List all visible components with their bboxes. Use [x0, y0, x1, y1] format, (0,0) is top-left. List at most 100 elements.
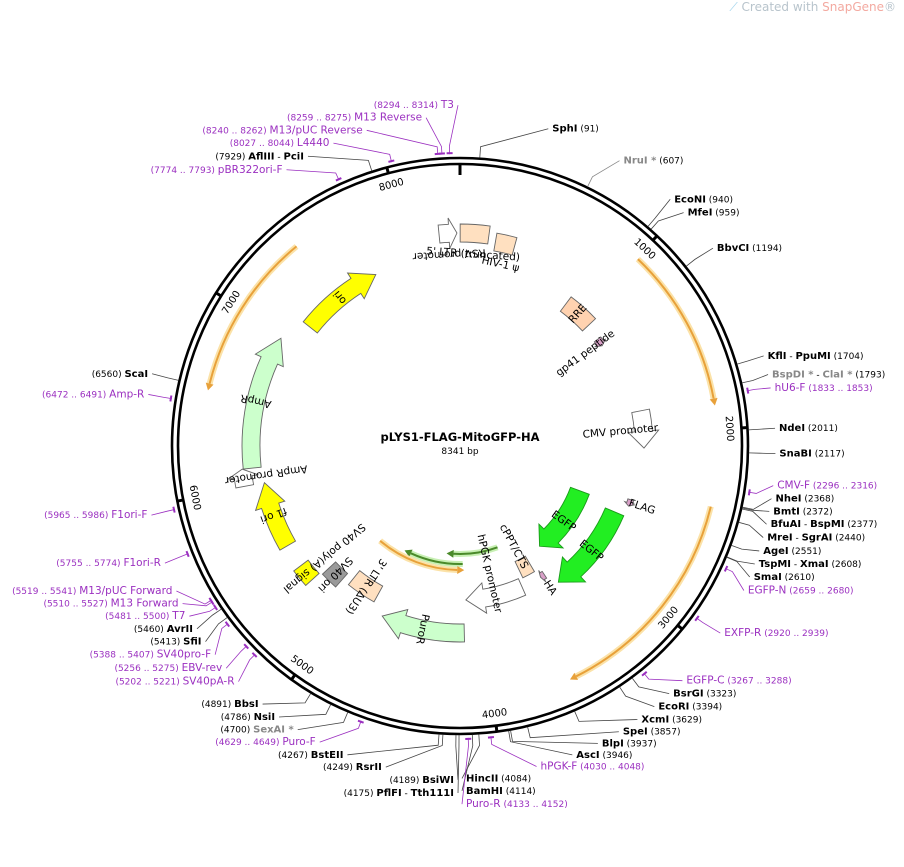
primer-label-5481-5500-t7[interactable]: (5481 .. 5500) T7: [105, 610, 185, 622]
primer-label-5256-5275-ebv-rev[interactable]: (5256 .. 5275) EBV-rev: [114, 662, 222, 674]
site-leader-line: [748, 427, 776, 431]
site-leader-line: [347, 734, 440, 756]
primer-label-egfp-c-3267-3288[interactable]: EGFP-C (3267 .. 3288): [686, 675, 791, 687]
enzyme-label-bamhi-4114[interactable]: BamHI (4114): [466, 786, 536, 797]
primer-label-4629-4649-puro-f[interactable]: (4629 .. 4649) Puro-F: [215, 736, 315, 748]
enzyme-label-4891-bbsi[interactable]: (4891) BbsI: [201, 699, 258, 710]
enzyme-label-4700-sexai[interactable]: (4700) SexAI *: [220, 725, 294, 736]
enzyme-label-smai-2610[interactable]: SmaI (2610): [754, 572, 815, 583]
orf-arc[interactable]: [637, 258, 715, 399]
feature-sv40-ori[interactable]: [321, 561, 349, 588]
feature-sv40-poly-a-signal[interactable]: [293, 559, 320, 587]
enzyme-label-bspdi-clai-1793[interactable]: BspDI * - ClaI * (1793): [772, 370, 885, 381]
primer-label-5388-5407-sv40pro-f[interactable]: (5388 .. 5407) SV40pro-F: [90, 649, 212, 661]
enzyme-label-bsrgi-3323[interactable]: BsrGI (3323): [673, 689, 736, 700]
enzyme-label-blpi-3937[interactable]: BlpI (3937): [602, 738, 657, 749]
feature-cppt-cts[interactable]: [514, 555, 536, 579]
primer-label-5519-5541-m13-puc-forward[interactable]: (5519 .. 5541) M13/pUC Forward: [12, 585, 172, 597]
orf-arc[interactable]: [208, 245, 298, 384]
site-leader-line: [205, 617, 228, 642]
orf-arc[interactable]: [379, 540, 458, 571]
enzyme-label-econi-940[interactable]: EcoNI (940): [674, 194, 733, 205]
enzyme-label-xcmi-3629[interactable]: XcmI (3629): [641, 714, 702, 725]
enzyme-label-tspmi-xmai-2608[interactable]: TspMI - XmaI (2608): [759, 559, 862, 570]
enzyme-label-spei-3857[interactable]: SpeI (3857): [623, 727, 681, 738]
feature-hiv-1[interactable]: [493, 232, 518, 256]
site-leader-line: [238, 653, 256, 682]
feature-rsv-promoter[interactable]: [437, 217, 458, 249]
feature-f1-ori[interactable]: [254, 481, 297, 551]
feature-ha[interactable]: [538, 570, 548, 583]
site-leader-line: [686, 247, 714, 267]
enzyme-label-snabi-2117[interactable]: SnaBI (2117): [779, 449, 844, 460]
primer-label-5510-5527-m13-forward[interactable]: (5510 .. 5527) M13 Forward: [43, 598, 178, 610]
enzyme-label-4786-nsii[interactable]: (4786) NsiI: [221, 712, 275, 723]
plasmid-name: pLYS1-FLAG-MitoGFP-HA: [380, 430, 539, 444]
feature-gp41-peptide[interactable]: [593, 336, 607, 348]
orf-halo: [635, 256, 717, 400]
primer-label-puro-r-4133-4152[interactable]: Puro-R (4133 .. 4152): [466, 798, 568, 810]
enzyme-label-agei-2551[interactable]: AgeI (2551): [763, 546, 821, 557]
enzyme-label-bmti-2372[interactable]: BmtI (2372): [773, 506, 832, 517]
primer-label-8294-8314-t3[interactable]: (8294 .. 8314) T3: [374, 99, 454, 111]
enzyme-label-6560-scai[interactable]: (6560) ScaI: [92, 369, 148, 380]
enzyme-label-hincii-4084[interactable]: HincII (4084): [466, 773, 531, 784]
feature-puror[interactable]: [381, 608, 465, 643]
enzyme-label-mfei-959[interactable]: MfeI (959): [688, 208, 740, 219]
primer-label-5965-5986-f1ori-f[interactable]: (5965 .. 5986) F1ori-F: [44, 509, 147, 521]
feature-rre[interactable]: [559, 296, 597, 332]
feature-hpgk-promoter[interactable]: [465, 578, 527, 615]
enzyme-label-4189-bsiwi[interactable]: (4189) BsiWI: [389, 775, 454, 786]
enzyme-label-4249-rsrii[interactable]: (4249) RsrII: [323, 762, 382, 773]
primer-label-6472-6491-amp-r[interactable]: (6472 .. 6491) Amp-R: [42, 388, 144, 400]
feature-5-ltr-truncated[interactable]: [459, 223, 491, 245]
primer-label-exfp-r-2920-2939[interactable]: EXFP-R (2920 .. 2939): [724, 627, 828, 639]
feature-flag[interactable]: [623, 498, 637, 507]
site-leader-line: [385, 734, 444, 768]
feature-label-ampr-promoter: AmpR promoter: [223, 462, 308, 486]
primer-label-hpgk-f-4030-4048[interactable]: hPGK-F (4030 .. 4048): [541, 761, 645, 773]
enzyme-label-asci-3946[interactable]: AscI (3946): [576, 750, 632, 761]
plasmid-backbone: [170, 156, 750, 736]
enzyme-label-bbvci-1194[interactable]: BbvCI (1194): [717, 243, 782, 254]
site-leader-line: [737, 355, 764, 365]
primer-label-8027-8044-l4440[interactable]: (8027 .. 8044) L4440: [230, 137, 330, 149]
enzyme-label-4175-pflfi-tth111i[interactable]: (4175) PflFI - Tth111I: [344, 788, 454, 799]
enzyme-label-nrui-607[interactable]: NruI * (607): [623, 156, 683, 167]
orf-arc[interactable]: [453, 546, 498, 555]
feature-cmv-promoter[interactable]: [627, 408, 660, 449]
primer-label-5202-5221-sv40pa-r[interactable]: (5202 .. 5221) SV40pA-R: [115, 676, 234, 688]
enzyme-label-bfuai-bspmi-2377[interactable]: BfuAI - BspMI (2377): [771, 519, 878, 530]
feature-egfp[interactable]: [557, 507, 625, 583]
site-leader-line: [461, 737, 469, 805]
tick-mark: [289, 673, 297, 682]
enzyme-label-sphi-91[interactable]: SphI (91): [552, 124, 599, 135]
enzyme-label-mrei-sgrai-2440[interactable]: MreI - SgrAI (2440): [767, 533, 865, 544]
enzyme-label-nhei-2368[interactable]: NheI (2368): [775, 494, 834, 505]
orf-arc[interactable]: [410, 552, 463, 565]
primer-label-8240-8262-m13-puc-reverse[interactable]: (8240 .. 8262) M13/pUC Reverse: [202, 124, 362, 136]
enzyme-label-7929-afliii-pcii[interactable]: (7929) AflIII - PciI: [215, 151, 304, 162]
primer-label-8259-8275-m13-reverse[interactable]: (8259 .. 8275) M13 Reverse: [287, 112, 422, 124]
site-leader-line: [631, 677, 670, 695]
enzyme-label-ndei-2011[interactable]: NdeI (2011): [779, 423, 838, 434]
enzyme-label-5460-avrii[interactable]: (5460) AvrII: [134, 624, 193, 635]
enzyme-label-kfli-ppumi-1704[interactable]: KflI - PpuMI (1704): [768, 351, 864, 362]
primer-label-hu6-f-1833-1853[interactable]: hU6-F (1833 .. 1853): [775, 382, 873, 394]
primer-label-5755-5774-f1ori-r[interactable]: (5755 .. 5774) F1ori-R: [56, 557, 161, 569]
primer-label-egfp-n-2659-2680[interactable]: EGFP-N (2659 .. 2680): [748, 584, 854, 596]
enzyme-label-5413-sfii[interactable]: (5413) SfiI: [150, 637, 201, 648]
orf-arc[interactable]: [575, 506, 712, 678]
enzyme-label-4267-bsteii[interactable]: (4267) BstEII: [278, 750, 343, 761]
tick-mark: [176, 498, 185, 503]
feature-3-ltr-u3[interactable]: [347, 570, 384, 603]
orf-layer: [205, 244, 718, 680]
primer-label-7774-7793-pbr322ori-f[interactable]: (7774 .. 7793) pBR322ori-F: [151, 164, 283, 176]
enzyme-label-ecori-3394[interactable]: EcoRI (3394): [658, 702, 722, 713]
site-leader-line: [176, 590, 213, 605]
primer-label-cmv-f-2296-2316[interactable]: CMV-F (2296 .. 2316): [777, 480, 877, 492]
feature-ampr[interactable]: [241, 337, 284, 470]
feature-ori[interactable]: [302, 272, 377, 334]
feature-ampr-promoter[interactable]: [227, 468, 259, 489]
feature-egfp[interactable]: [538, 486, 590, 549]
